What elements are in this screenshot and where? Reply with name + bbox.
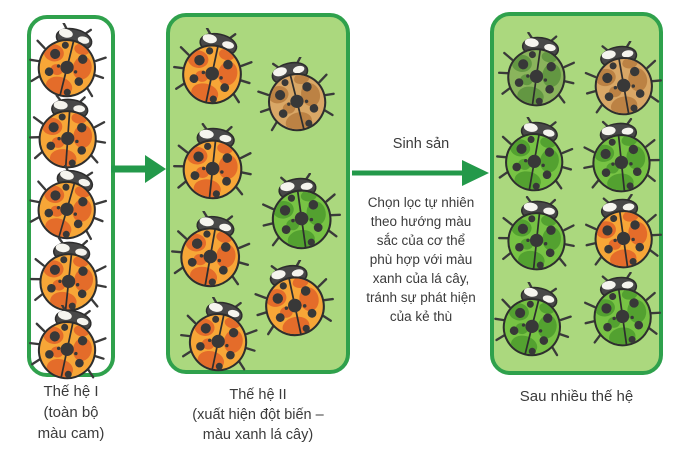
reproduction-label: Sinh sản [392, 136, 450, 152]
selection-line: tránh sự phát hiện [366, 290, 476, 305]
label-line: (toàn bộ [43, 404, 99, 421]
selection-line: Chọn lọc tự nhiên [367, 195, 475, 210]
selection-description: Chọn lọc tự nhiên theo hướng màu sắc của… [346, 193, 496, 326]
panel-generation-2 [166, 13, 350, 374]
label-line: (xuất hiện đột biến – [192, 407, 324, 423]
label-line: Sau nhiều thế hệ [519, 388, 634, 405]
generation-1-label: Thế hệ I (toàn bộ màu cam) [13, 381, 129, 444]
panel-generation-1 [27, 15, 115, 377]
selection-line: sắc của cơ thể [376, 233, 466, 248]
generation-2-label: Thế hệ II (xuất hiện đột biến – màu xanh… [146, 385, 370, 445]
after-many-generations-label: Sau nhiều thế hệ [488, 386, 665, 407]
label-line: màu cam) [37, 425, 105, 442]
arrow-gen1-to-gen2-icon [111, 155, 166, 183]
label-line: Thế hệ I [43, 383, 99, 400]
label-line: Thế hệ II [229, 387, 287, 403]
panel-after-many-generations [490, 12, 663, 375]
selection-line: phù hợp với màu [369, 252, 473, 267]
arrow-gen2-to-after-icon [352, 160, 489, 186]
selection-line: của kẻ thù [389, 309, 453, 324]
selection-line: xanh của lá cây, [372, 271, 470, 286]
selection-line: theo hướng màu [370, 214, 472, 229]
label-line: màu xanh lá cây) [202, 427, 314, 443]
